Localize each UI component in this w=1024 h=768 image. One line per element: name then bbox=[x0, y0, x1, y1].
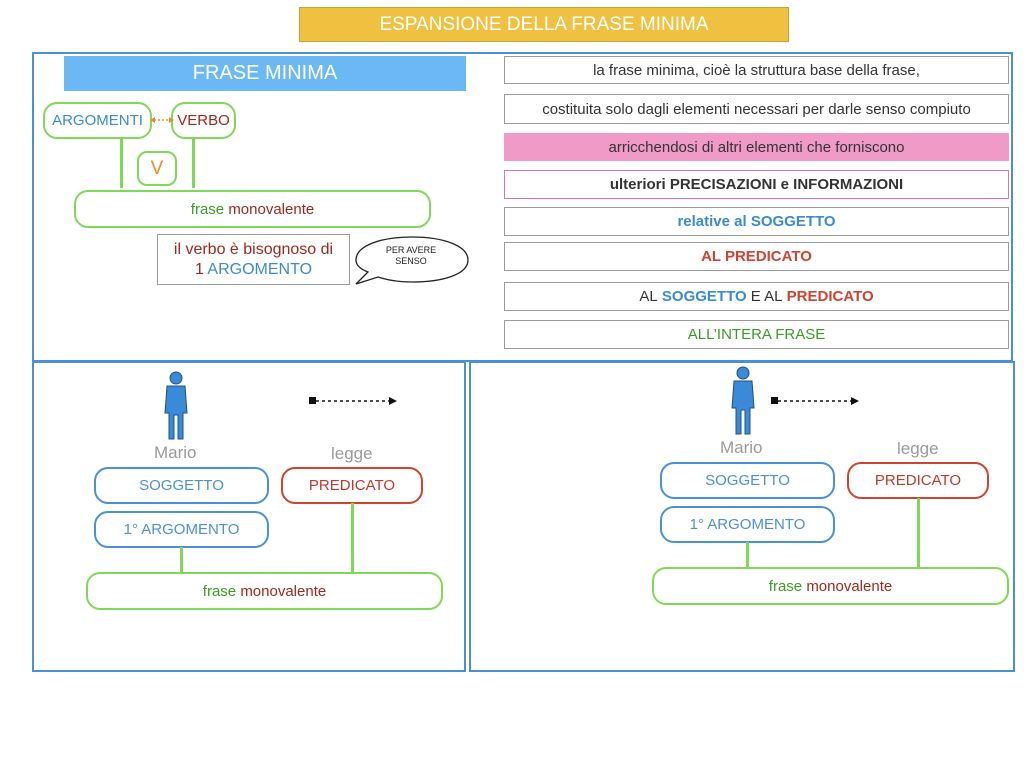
connector-line bbox=[192, 138, 195, 188]
speech-bubble bbox=[355, 236, 469, 285]
soggetto-pill: SOGGETTO bbox=[94, 467, 269, 504]
row-soggetto: relative al SOGGETTO bbox=[504, 207, 1009, 236]
argomenti-label: ARGOMENTI bbox=[52, 112, 143, 129]
row7-eal: E AL bbox=[750, 288, 783, 305]
monovalente-word: monovalente bbox=[228, 200, 315, 218]
monovalente-word: monovalente bbox=[806, 577, 893, 595]
row-frase-minima: la frase minima, cioè la struttura base … bbox=[504, 56, 1009, 84]
predicato-label: PREDICATO bbox=[874, 472, 962, 489]
name-mario: Mario bbox=[154, 443, 197, 462]
argomenti-pill: ARGOMENTI bbox=[43, 102, 152, 139]
row-intera-frase: ALL’INTERA FRASE bbox=[504, 320, 1009, 349]
predicato-pill: PREDICATO bbox=[281, 467, 423, 504]
soggetto-label: SOGGETTO bbox=[705, 472, 790, 489]
predicato-pill: PREDICATO bbox=[847, 462, 989, 499]
example-panel-left bbox=[32, 361, 466, 672]
row-predicato: AL PREDICATO bbox=[504, 242, 1009, 271]
name-mario: Mario bbox=[720, 438, 763, 457]
bubble-text: PER AVERE SENSO bbox=[385, 245, 437, 266]
dotted-arrow-icon bbox=[309, 397, 397, 405]
argomento-label: 1° ARGOMENTO bbox=[689, 516, 806, 533]
connector-line bbox=[746, 542, 749, 568]
frase-minima-header: FRASE MINIMA bbox=[64, 56, 466, 91]
row-soggetto-predicato: AL SOGGETTO E AL PREDICATO bbox=[504, 282, 1009, 311]
connector-line bbox=[351, 503, 354, 573]
connector-line bbox=[180, 547, 183, 573]
frase-monovalente-pill: frase monovalente bbox=[86, 572, 443, 610]
connector-line bbox=[917, 498, 920, 568]
row7-al: AL bbox=[639, 288, 658, 305]
verb-legge: legge bbox=[331, 444, 373, 463]
frase-monovalente-pill: frase monovalente bbox=[652, 567, 1009, 605]
note-arg: ARGOMENTO bbox=[207, 260, 313, 278]
v-label: V bbox=[150, 157, 164, 179]
verbo-label: VERBO bbox=[177, 112, 230, 129]
example-panel-right bbox=[469, 361, 1015, 672]
verb-note-box: il verbo è bisognoso di 1 ARGOMENTO bbox=[157, 234, 350, 285]
frase-word: frase bbox=[190, 200, 225, 218]
person-icon bbox=[731, 366, 755, 435]
frase-word: frase bbox=[768, 577, 803, 595]
note-line1: il verbo è bisognoso di bbox=[173, 240, 334, 258]
v-pill: V bbox=[137, 151, 177, 186]
argomento-pill: 1° ARGOMENTO bbox=[94, 511, 269, 548]
soggetto-label: SOGGETTO bbox=[139, 477, 224, 494]
frase-monovalente-pill: frase monovalente bbox=[74, 190, 431, 228]
person-icon bbox=[164, 371, 188, 440]
predicato-label: PREDICATO bbox=[308, 477, 396, 494]
frase-word: frase bbox=[202, 582, 237, 600]
connector-line bbox=[120, 138, 123, 188]
double-arrow-icon bbox=[150, 117, 174, 123]
monovalente-word: monovalente bbox=[240, 582, 327, 600]
row-arricchendosi: arricchendosi di altri elementi che forn… bbox=[504, 133, 1009, 161]
soggetto-pill: SOGGETTO bbox=[660, 462, 835, 499]
row-costituita: costituita solo dagli elementi necessari… bbox=[504, 94, 1009, 124]
row-precisazioni: ulteriori PRECISAZIONI e INFORMAZIONI bbox=[504, 170, 1009, 199]
dotted-arrow-icon bbox=[771, 397, 859, 405]
verbo-pill: VERBO bbox=[171, 102, 236, 139]
argomento-pill: 1° ARGOMENTO bbox=[660, 506, 835, 543]
note-num: 1 bbox=[194, 260, 204, 278]
row7-predicato: PREDICATO bbox=[786, 288, 874, 305]
page-title: ESPANSIONE DELLA FRASE MINIMA bbox=[299, 7, 789, 42]
row7-soggetto: SOGGETTO bbox=[661, 288, 747, 305]
verb-legge: legge bbox=[897, 439, 939, 458]
argomento-label: 1° ARGOMENTO bbox=[123, 521, 240, 538]
